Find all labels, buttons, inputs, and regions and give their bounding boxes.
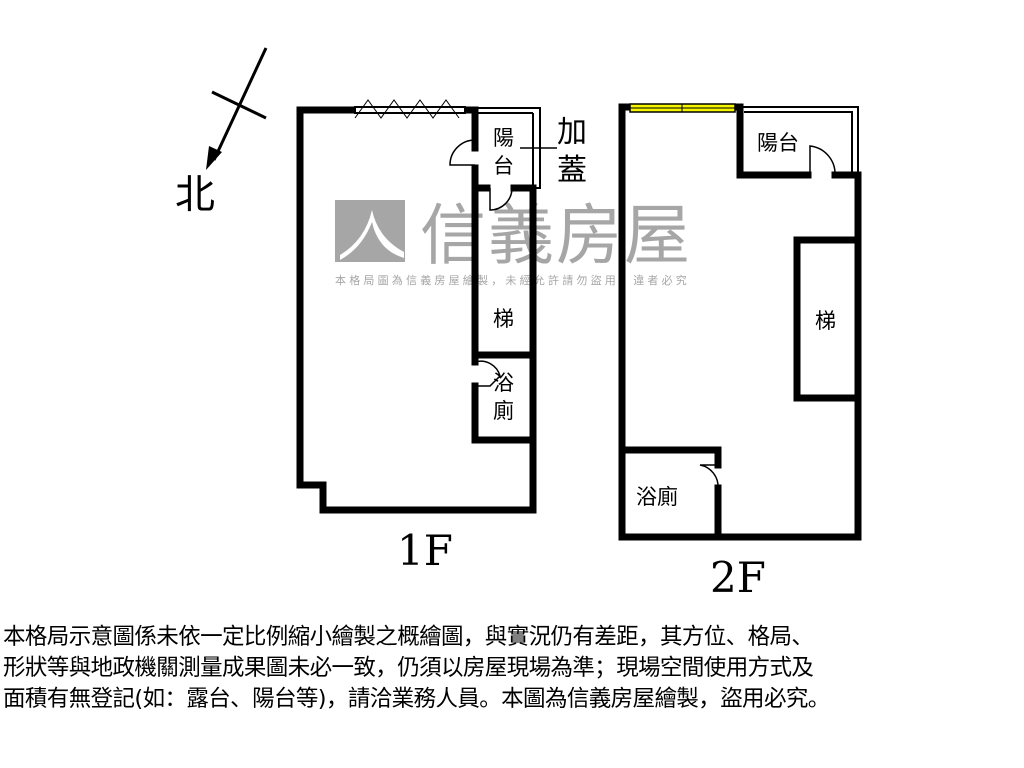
- north-arrow-icon: [206, 47, 268, 170]
- north-label: 北: [175, 172, 215, 218]
- floor-label-2f: 2F: [710, 553, 766, 602]
- room-balcony-2f: 陽台: [757, 131, 799, 155]
- disclaimer-line: 本格局示意圖係未依一定比例縮小繪製之概繪圖，與實況仍有差距，其方位、格局、: [3, 624, 814, 650]
- watermark-notice: 本格局圖為信義房屋繪製，未經允許請勿盜用，違者必究: [335, 273, 690, 287]
- disclaimer: 本格局示意圖係未依一定比例縮小繪製之概繪圖，與實況仍有差距，其方位、格局、 形狀…: [3, 622, 1023, 715]
- room-stairs-2f: 梯: [815, 309, 836, 333]
- room-bath-1f-bottom: 廁: [493, 399, 514, 423]
- disclaimer-line: 形狀等與地政機關測量成果圖未必一致，仍須以房屋現場為準；現場空間使用方式及: [3, 655, 814, 681]
- annotation-bottom: 蓋: [557, 153, 587, 188]
- room-stairs-1f: 梯: [493, 307, 514, 331]
- room-balcony-1f-bottom: 台: [493, 154, 514, 178]
- room-balcony-1f-top: 陽: [493, 126, 514, 150]
- watermark: 信義房屋 本格局圖為信義房屋繪製，未經允許請勿盜用，違者必究: [335, 197, 692, 287]
- annotation-top: 加: [557, 115, 587, 150]
- disclaimer-line: 面積有無登記(如：露台、陽台等)，請洽業務人員。本圖為信義房屋繪製，盜用必究。: [3, 686, 830, 712]
- watermark-brand: 信義房屋: [420, 197, 692, 274]
- room-bath-1f-top: 浴: [493, 371, 514, 395]
- floor-label-1f: 1F: [397, 526, 453, 575]
- floor-1f: 陽 台 加 蓋 梯 浴 廁 1F: [296, 99, 587, 575]
- floor-2f: 陽台 梯 浴廁 2F: [618, 103, 862, 602]
- room-bath-2f: 浴廁: [636, 485, 678, 509]
